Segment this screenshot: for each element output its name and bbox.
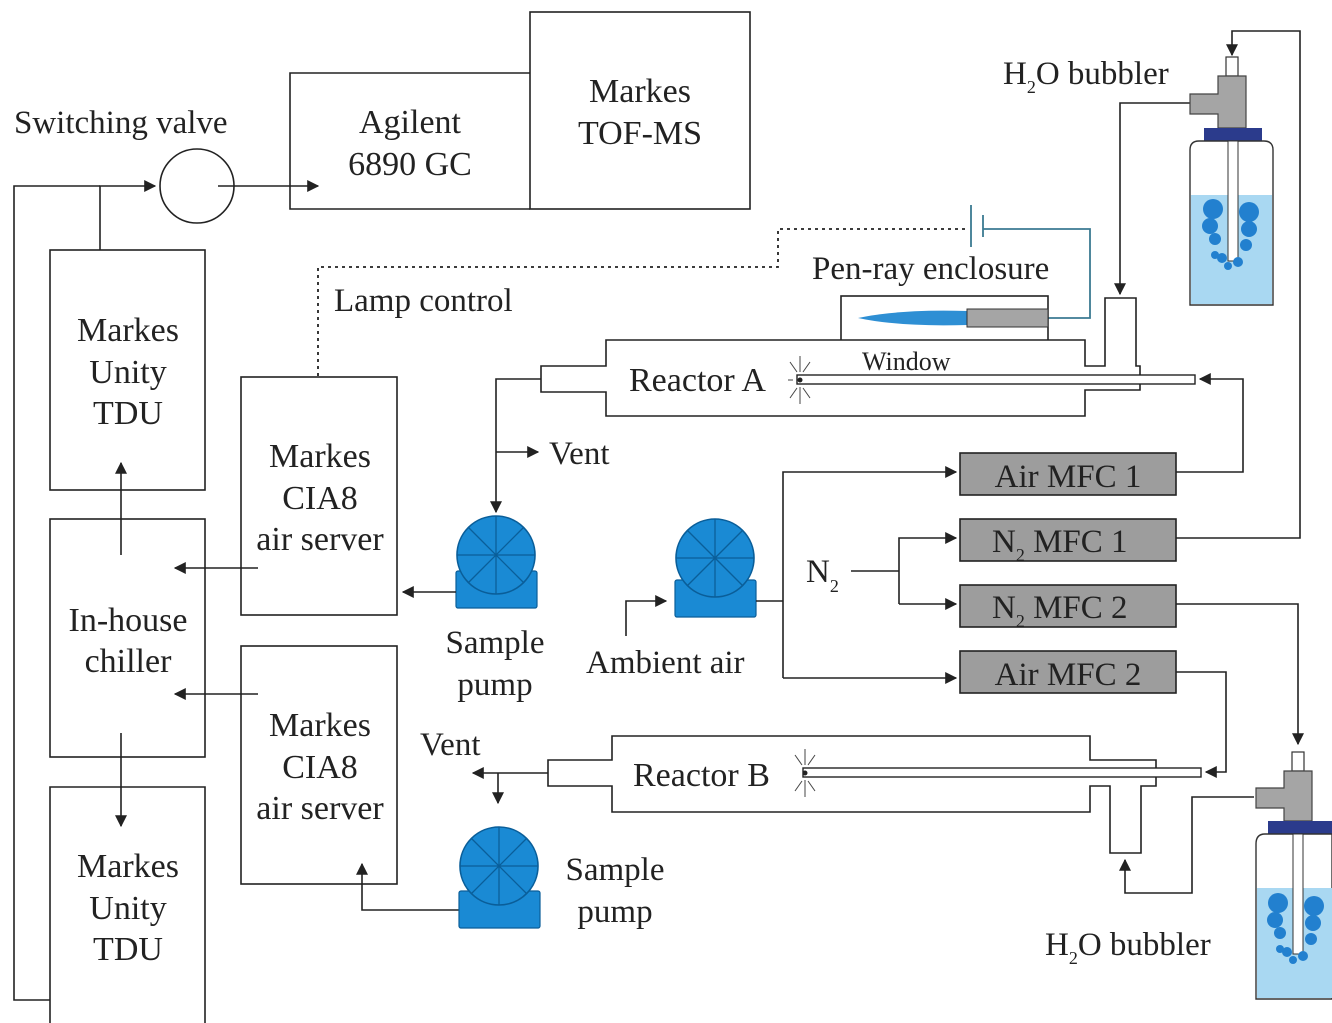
- n2-manifold: [851, 532, 958, 610]
- cia8-top-line3: air server: [256, 521, 384, 558]
- tdu-bottom-line3: TDU: [93, 931, 163, 968]
- n2-mfc-2-label: N2 MFC 2: [992, 590, 1128, 631]
- gc-box: Agilent 6890 GC: [289, 72, 530, 210]
- bubbler-bottom-to-reactor-b: [1119, 796, 1254, 894]
- mfc-outlet-lines: [1176, 30, 1304, 778]
- lamp-control-line: [317, 228, 965, 376]
- ambient-air-label: Ambient air: [586, 645, 745, 681]
- cia8-top-line2: CIA8: [282, 480, 358, 517]
- pen-ray-lamp-icon: [858, 310, 967, 326]
- n2-mfc-1-label: N2 MFC 1: [992, 524, 1128, 565]
- sample-pump-top-line1: Sample: [446, 625, 545, 661]
- cia8-bottom-line2: CIA8: [282, 749, 358, 786]
- vent-bottom-label: Vent: [420, 727, 481, 763]
- chiller-box: In-house chiller: [49, 518, 206, 758]
- n2-mfc-2: N2 MFC 2: [959, 584, 1177, 631]
- sample-pump-top-line2: pump: [457, 667, 532, 703]
- reactor-a: Reactor A Window: [540, 297, 1196, 417]
- reactor-a-burst-icon: [788, 356, 811, 404]
- pen-ray-label: Pen-ray enclosure: [812, 251, 1049, 287]
- air-mfc-2: Air MFC 2: [959, 650, 1177, 694]
- switching-valve-label: Switching valve: [14, 105, 228, 141]
- h2o-bubbler-top: [1189, 56, 1274, 306]
- left-connections: [13, 180, 258, 1001]
- ms-label-line1: Markes: [589, 73, 691, 110]
- sample-pump-bottom-line1: Sample: [566, 852, 665, 888]
- bubbler-top-to-reactor-a: [1114, 102, 1190, 296]
- cia8-bottom-line1: Markes: [269, 707, 371, 744]
- cia8-top-box: Markes CIA8 air server: [240, 376, 398, 616]
- sample-pump-bottom-line2: pump: [577, 894, 652, 930]
- n2-label: N2: [806, 554, 839, 596]
- reactor-b-label: Reactor B: [633, 757, 770, 794]
- tdu-bottom-box: Markes Unity TDU: [49, 786, 206, 1023]
- ms-label-line2: TOF-MS: [578, 115, 702, 152]
- chiller-line2: chiller: [85, 643, 173, 680]
- tdu-top-line3: TDU: [93, 395, 163, 432]
- tdu-bottom-line2: Unity: [89, 890, 166, 927]
- air-mfc-2-label: Air MFC 2: [995, 657, 1142, 693]
- tdu-bottom-line1: Markes: [77, 848, 179, 885]
- bubbles-top-icon: [1202, 199, 1259, 270]
- cia8-bottom-box: Markes CIA8 air server: [240, 645, 398, 885]
- gc-label-line1: Agilent: [359, 104, 462, 141]
- h2o-bubbler-bottom-label: H2O bubbler: [1045, 927, 1211, 968]
- n2-mfc-1: N2 MFC 1: [959, 518, 1177, 565]
- air-mfc-1: Air MFC 1: [959, 452, 1177, 496]
- cia8-top-line1: Markes: [269, 438, 371, 475]
- sample-pump-top: [455, 515, 538, 609]
- reactor-a-sample-line: [490, 378, 541, 514]
- lamp-control-label: Lamp control: [334, 283, 513, 319]
- window-label: Window: [862, 347, 951, 376]
- reactor-a-label: Reactor A: [629, 362, 766, 399]
- vent-top-label: Vent: [549, 436, 610, 472]
- tdu-top-line1: Markes: [77, 312, 179, 349]
- pen-ray-enclosure: [840, 295, 1049, 344]
- gc-label-line2: 6890 GC: [348, 146, 472, 183]
- tdu-top-line2: Unity: [89, 354, 166, 391]
- reactor-b-sample-line: [356, 767, 548, 911]
- sample-pump-bottom: [458, 826, 541, 929]
- chiller-line1: In-house: [69, 602, 188, 639]
- tof-ms-box: Markes TOF-MS: [529, 11, 751, 210]
- air-mfc-1-label: Air MFC 1: [995, 459, 1142, 495]
- reactor-b: Reactor B: [547, 735, 1202, 854]
- lamp-power-symbol: [970, 205, 1091, 319]
- h2o-bubbler-bottom: [1255, 751, 1332, 1000]
- ambient-air-manifold: [756, 466, 958, 684]
- tdu-top-box: Markes Unity TDU: [49, 249, 206, 491]
- reactor-b-burst-icon: [794, 749, 816, 797]
- ambient-air-inlet: [625, 595, 668, 636]
- bubbles-bottom-icon: [1267, 893, 1324, 964]
- ambient-air-pump: [674, 518, 757, 618]
- cia8-bottom-line3: air server: [256, 790, 384, 827]
- h2o-bubbler-top-label: H2O bubbler: [1003, 56, 1169, 97]
